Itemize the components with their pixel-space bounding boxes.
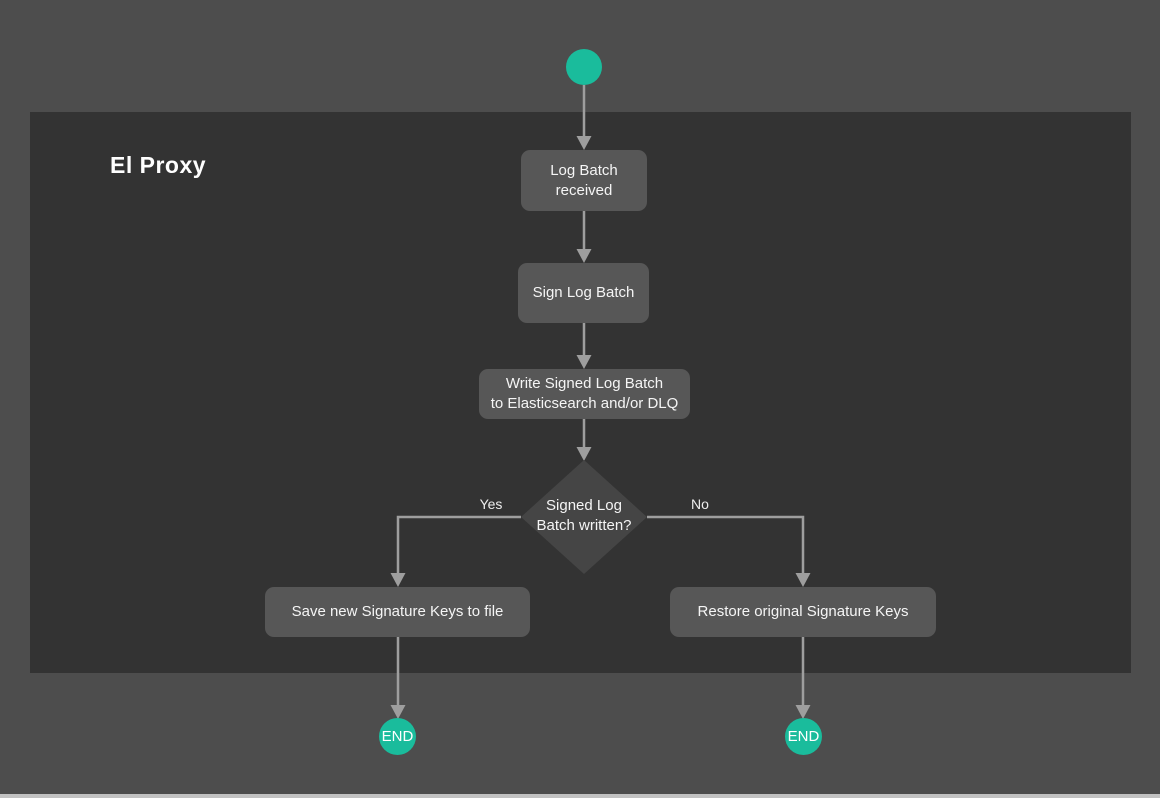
- edge-label-no: No: [691, 496, 709, 512]
- edge-decision-yes: [396, 515, 521, 574]
- node-sign-log-batch: Sign Log Batch: [518, 263, 649, 323]
- arrowhead-decision-no: [795, 573, 811, 587]
- edge-decision-no: [647, 515, 805, 574]
- group-title: El Proxy: [110, 152, 207, 178]
- start-node: [566, 49, 602, 85]
- arrowhead-received-to-sign: [576, 249, 592, 263]
- node-restore-signature-keys: Restore original Signature Keys: [670, 587, 936, 637]
- arrowhead-start-to-received: [576, 136, 592, 150]
- decision-diamond-shape: [521, 460, 647, 574]
- end-node-right: END: [785, 718, 822, 755]
- bottom-edge-strip: [0, 794, 1160, 798]
- decision-node-label: Signed Log Batch written?: [536, 497, 632, 534]
- arrowhead-write-to-decision: [576, 447, 592, 461]
- node-log-batch-received: Log Batch received: [521, 150, 647, 211]
- node-write-signed-log-batch: Write Signed Log Batch to Elasticsearch …: [479, 369, 690, 419]
- node-save-signature-keys: Save new Signature Keys to file: [265, 587, 530, 637]
- arrowhead-save-to-end: [390, 705, 406, 719]
- end-node-left: END: [379, 718, 416, 755]
- arrowhead-restore-to-end: [795, 705, 811, 719]
- edge-label-yes: Yes: [479, 496, 503, 512]
- arrowhead-sign-to-write: [576, 355, 592, 369]
- arrowhead-decision-yes: [390, 573, 406, 587]
